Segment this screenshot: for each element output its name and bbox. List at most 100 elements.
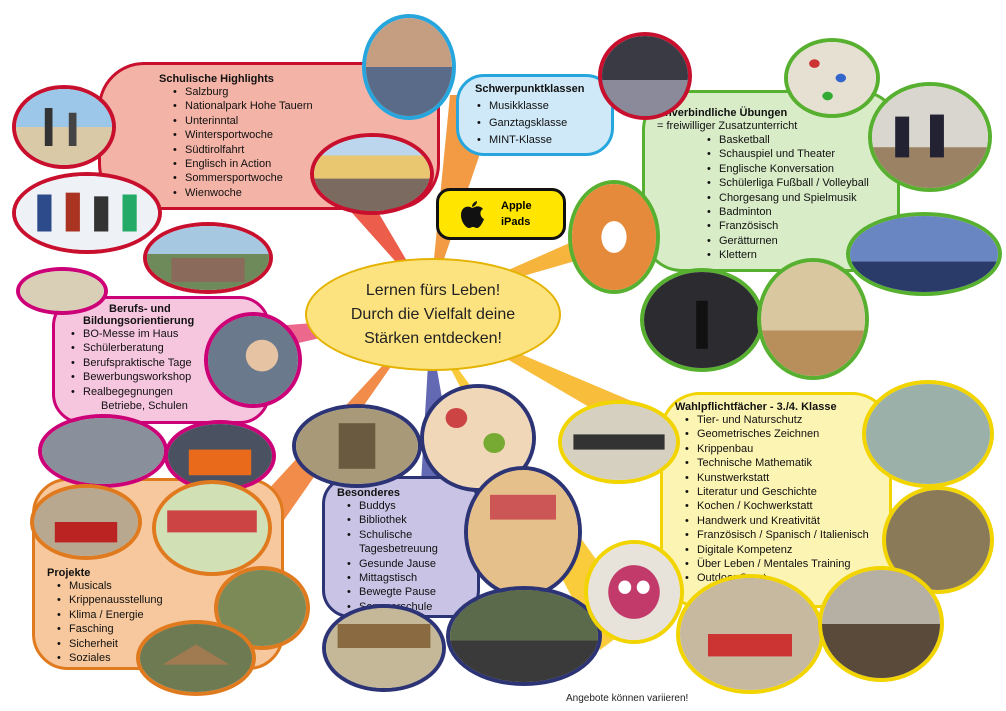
list-item: Über Leben / Mentales Training	[683, 557, 889, 572]
list-item: Musikklasse	[475, 98, 611, 115]
list-item: Klima / Energie	[55, 608, 281, 623]
section-title: Unverbindliche Übungen	[657, 107, 788, 119]
list-item: Bewegte Pause	[345, 585, 477, 600]
list-item: Handwerk und Kreativität	[683, 514, 889, 529]
list-item: Gesunde Jause	[345, 557, 477, 572]
photo-bo-fair	[16, 267, 108, 315]
list-item: Französisch / Spanisch / Italienisch	[683, 528, 889, 543]
list-item-text: Schulische	[359, 528, 413, 541]
section-title: Schulische Highlights	[159, 73, 274, 85]
list-item: Basketball	[705, 133, 897, 148]
list-item: Fasching	[55, 622, 281, 637]
photo-sushi	[568, 180, 660, 294]
list-item: Mittagstisch	[345, 571, 477, 586]
list-item-text: Realbegegnungen	[83, 385, 173, 398]
list-item: Musicals	[55, 579, 281, 594]
photo-mental-training	[862, 380, 994, 488]
list-item: BO-Messe im Haus	[69, 327, 267, 342]
section-subtitle: = freiwilliger Zusatzunterricht	[657, 120, 798, 132]
slogan-line-2: Durch die Vielfalt deine	[350, 305, 516, 323]
list-item: Kunstwerkstatt	[683, 471, 889, 486]
photo-lake-group	[143, 222, 273, 294]
list-item: Bewerbungsworkshop	[69, 370, 267, 385]
section-title: Projekte	[47, 567, 91, 579]
list-item: Krippenbau	[683, 442, 889, 457]
photo-computer-room	[558, 400, 680, 484]
photo-schoenbrunn	[310, 133, 434, 215]
list-item: Englisch in Action	[171, 157, 437, 172]
list-item: Digitale Kompetenz	[683, 543, 889, 558]
list-item: Badminton	[705, 205, 897, 220]
photo-owl-knitting	[584, 540, 684, 644]
photo-sports-team	[846, 212, 1002, 296]
section-unverbindliche-uebungen: Unverbindliche Übungen = freiwilliger Zu…	[642, 90, 900, 272]
list-item: Schülerberatung	[69, 341, 267, 356]
list-item: Sicherheit	[55, 637, 281, 652]
list-item: Klettern	[705, 248, 897, 263]
photo-fire-truck	[30, 484, 142, 560]
apple-ipads-badge: Apple iPads	[436, 188, 566, 240]
center-slogan: Lernen fürs Leben! Durch die Vielfalt de…	[305, 258, 561, 371]
list-item: Nationalpark Hohe Tauern	[171, 99, 437, 114]
section-title: Besonderes	[337, 487, 400, 499]
photo-gymnastics	[757, 258, 869, 380]
list-item: Bibliothek	[345, 513, 477, 528]
list-item: Unterinntal	[171, 114, 437, 129]
section-title: Schwerpunktklassen	[475, 83, 585, 95]
section-title-line2: Bildungsorientierung	[83, 315, 195, 327]
photo-windsurfing	[12, 85, 116, 169]
list-item: Soziales	[55, 651, 281, 666]
photo-climbing	[784, 38, 880, 118]
list-item: MINT-Klasse	[475, 132, 611, 149]
list-item-continuation: Tagesbetreuung	[359, 543, 438, 556]
slogan-line-1: Lernen fürs Leben!	[365, 281, 501, 299]
list-item: Berufspraktische Tage	[69, 356, 267, 371]
photo-musical-poster	[152, 480, 272, 576]
list-item: Technische Mathematik	[683, 456, 889, 471]
list-item: Schauspiel und Theater	[705, 147, 897, 162]
photo-career-fair	[38, 414, 168, 488]
footer-note: Angebote können variieren!	[566, 693, 689, 704]
ipads-label: iPads	[501, 216, 531, 228]
list-item: Wintersportwoche	[171, 128, 437, 143]
photo-library	[322, 604, 446, 692]
list-item: Literatur und Geschichte	[683, 485, 889, 500]
list-item: Geometrisches Zeichnen	[683, 427, 889, 442]
photo-class-group-blue	[362, 14, 456, 120]
section-schwerpunktklassen: Schwerpunktklassen Musikklasse Ganztagsk…	[456, 74, 614, 156]
list-item: Wienwoche	[171, 186, 437, 201]
photo-volleyball	[868, 82, 992, 192]
section-title: Berufs- und	[109, 303, 171, 315]
list-item: Südtirolfahrt	[171, 143, 437, 158]
list-item: Buddys	[345, 499, 477, 514]
list-item: Gerätturnen	[705, 234, 897, 249]
photo-boy-workshop	[204, 312, 302, 408]
slogan-line-3: Stärken entdecken!	[364, 329, 502, 347]
list-item: Englische Konversation	[705, 162, 897, 177]
photo-buddys-group	[446, 586, 602, 686]
section-title: Wahlpflichtfächer - 3./4. Klasse	[675, 401, 837, 413]
list-item: Sommersportwoche	[171, 171, 437, 186]
list-item: Chorgesang und Spielmusik	[705, 191, 897, 206]
list-item: Französisch	[705, 219, 897, 234]
list-item: Tier- und Naturschutz	[683, 413, 889, 428]
list-item: Schülerliga Fußball / Volleyball	[705, 176, 897, 191]
photo-ski-group	[12, 172, 162, 254]
photo-music-class	[598, 32, 692, 120]
photo-first-aid	[676, 574, 824, 694]
apple-logo-icon	[461, 201, 484, 228]
section-wahlpflichtfaecher: Wahlpflichtfächer - 3./4. Klasse Tier- u…	[660, 392, 892, 608]
list-item-continuation: Betriebe, Schulen	[101, 400, 188, 413]
photo-nativity-model	[136, 620, 256, 696]
apple-label: Apple	[501, 200, 532, 212]
section-besonderes: Besonderes Buddys Bibliothek SchulischeT…	[322, 476, 480, 618]
list-item: Krippenausstellung	[55, 593, 281, 608]
photo-classroom-colorful	[464, 466, 582, 598]
list-item: Kochen / Kochwerkstatt	[683, 499, 889, 514]
photo-class-outdoor	[818, 566, 944, 682]
list-item: Salzburg	[171, 85, 437, 100]
photo-school-hallway	[292, 404, 422, 488]
photo-choir	[640, 268, 764, 372]
